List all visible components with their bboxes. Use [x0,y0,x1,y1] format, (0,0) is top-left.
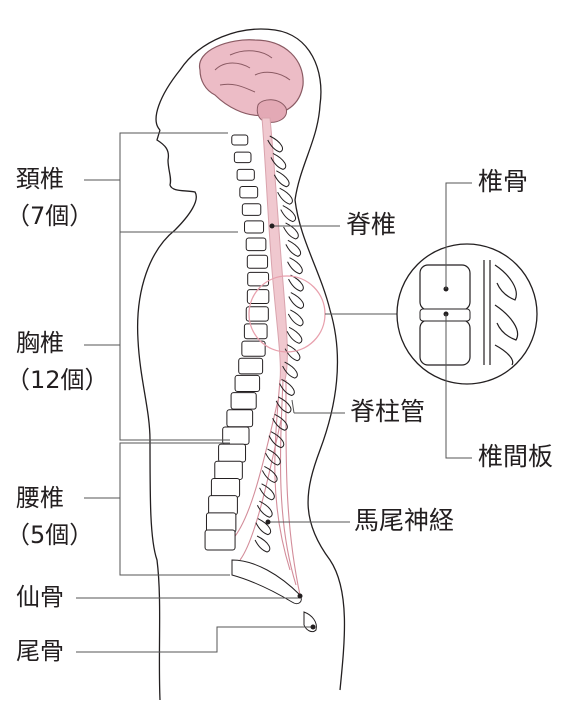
zoom-inset [396,243,538,385]
sacrum-dot [297,593,303,599]
vertebral-body [218,443,247,463]
spinous-process [256,500,273,518]
spinous-process [265,448,281,466]
spinous-process [283,222,299,240]
vertebral-body [236,168,255,181]
label-cervical-count: （7個） [6,202,94,230]
brain [199,39,304,117]
thoracic-bracket [119,232,230,441]
sacrum-bone [231,559,302,605]
vertebral-body [210,477,241,498]
vertebral-body [234,374,261,393]
vertebral-body [222,426,250,445]
vertebral-body [246,254,269,269]
vertebral-body [205,512,237,533]
spinous-process [275,396,292,414]
label-lumbar-count: （5個） [6,521,94,549]
label-thoracic-count: （12個） [6,366,109,394]
spinous-process [287,309,304,327]
spinous-process [277,187,293,205]
vertebral-body [241,203,262,216]
spinous-process [267,135,283,153]
spinous-process [285,239,302,257]
vertebral-body [245,237,267,252]
body-outline [155,28,346,691]
spinous-process [282,361,298,379]
spinous-process [268,431,285,449]
spinous-process [288,292,304,310]
spinal-cord [261,117,288,381]
vertebral-body [245,306,269,322]
label-spinal-canal: 脊柱管 [350,397,426,426]
brain-folds [214,50,291,93]
coccyx-leader [76,626,313,653]
spinous-process [273,170,290,188]
vertebral-body [208,495,238,516]
label-cervical: 頚椎 [16,165,64,193]
spinous-process [286,326,303,344]
vertebral-body [230,392,257,410]
vertebral-body [247,271,270,287]
cervical-bracket [119,132,238,233]
cauda-equina-nerves [231,379,301,596]
label-sacrum: 仙骨 [16,583,64,611]
face-outline [136,129,197,701]
label-vertebra: 椎骨 [478,167,529,196]
vertebral-body [233,151,252,164]
label-intervertebral-disc: 椎間板 [478,442,554,471]
vertebra-leader [445,182,472,289]
vertebral-body [238,357,264,375]
disc-leader [445,314,472,459]
vertebral-body [226,409,254,428]
vertebral-body [214,460,243,481]
vertebral-column [204,134,317,633]
spinous-process [279,379,295,397]
spinous-process [255,518,272,536]
vertebral-body [243,323,268,340]
coccyx-dot [310,624,316,630]
label-lumbar: 腰椎 [16,484,64,512]
cauda-equina-dot [265,519,271,525]
spinous-process [272,413,288,431]
spinous-process [254,535,271,553]
cerebellum [256,99,287,123]
spinal-canal-leader [291,399,345,414]
label-cauda-equina: 馬尾神経 [354,506,455,535]
spinous-process [280,205,296,223]
spinous-process [288,274,304,292]
spinous-process [261,465,278,483]
label-coccyx: 尾骨 [16,637,64,665]
vertebral-body [204,529,236,551]
lumbar-bracket [119,442,230,576]
vertebral-body [241,340,266,357]
label-spinal-cord: 脊椎 [346,210,397,239]
vertebral-body [231,134,249,146]
vertebral-body [244,220,265,234]
vertebral-body [239,186,259,199]
label-thoracic: 胸椎 [16,329,64,357]
spinal-cord-dot [269,223,275,229]
spinous-process [259,483,275,501]
spinous-process [270,152,287,170]
spinous-process [287,257,303,275]
